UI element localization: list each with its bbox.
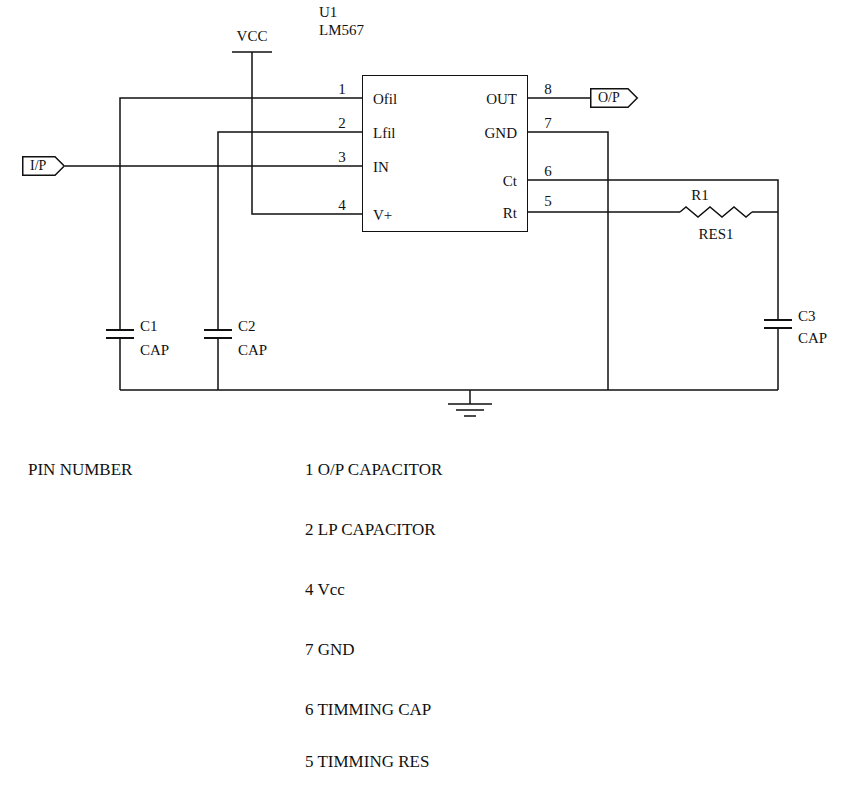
- pin-description: 4 Vcc: [305, 580, 345, 600]
- signal-wire: [65, 165, 362, 167]
- capacitor-symbol: [106, 330, 134, 338]
- pin-number: 3: [338, 148, 346, 166]
- pin-number: 6: [544, 162, 552, 180]
- part-name: C2: [238, 317, 256, 335]
- pin-description: 6 TIMMING CAP: [305, 700, 431, 720]
- pin-description: 7 GND: [305, 640, 355, 660]
- pin-name: IN: [373, 158, 389, 176]
- pin-number: 8: [544, 80, 552, 98]
- part-name: C3: [798, 307, 816, 325]
- capacitor-symbol: [204, 330, 232, 338]
- pin-name: Rt: [503, 204, 517, 222]
- pin-number: 5: [544, 192, 552, 210]
- part-name: C1: [140, 317, 158, 335]
- port-name: I/P: [22, 156, 64, 176]
- table-heading: PIN NUMBER: [28, 460, 132, 480]
- pin-description: 2 LP CAPACITOR: [305, 520, 436, 540]
- vcc-bar: [232, 51, 272, 53]
- pin-name: Ct: [503, 172, 517, 190]
- part-name: R1: [691, 186, 709, 204]
- pin-description: 1 O/P CAPACITOR: [305, 460, 442, 480]
- pin-number: 2: [338, 114, 346, 132]
- part-value: CAP: [798, 329, 827, 347]
- part-value: CAP: [238, 341, 267, 359]
- wire: [120, 52, 778, 404]
- pin-description: 5 TIMMING RES: [305, 752, 429, 772]
- signal-wire: [528, 97, 590, 99]
- part-value: RES1: [698, 225, 733, 243]
- pin-name: GND: [485, 124, 518, 142]
- supply-label: VCC: [237, 27, 268, 45]
- pin-number: 7: [544, 114, 552, 132]
- part-value: CAP: [140, 341, 169, 359]
- output-port: O/P: [590, 88, 638, 108]
- pin-name: Lfil: [373, 124, 396, 142]
- pin-number: 1: [338, 80, 346, 98]
- part-designator: U1 LM567: [319, 3, 364, 39]
- resistor-symbol: [680, 207, 752, 217]
- input-port: I/P: [22, 156, 65, 176]
- pin-name: V+: [373, 206, 392, 224]
- pin-name: OUT: [486, 90, 517, 108]
- port-name: O/P: [590, 88, 638, 108]
- ground-symbol: [448, 404, 492, 416]
- pin-number: 4: [338, 196, 346, 214]
- ic-package: U1 LM567OfilLfilINV+OUTGNDCtRt: [362, 75, 528, 232]
- port-shape: [591, 89, 638, 108]
- pin-name: Ofil: [373, 90, 397, 108]
- capacitor-symbol: [764, 320, 792, 328]
- port-shape: [23, 157, 65, 176]
